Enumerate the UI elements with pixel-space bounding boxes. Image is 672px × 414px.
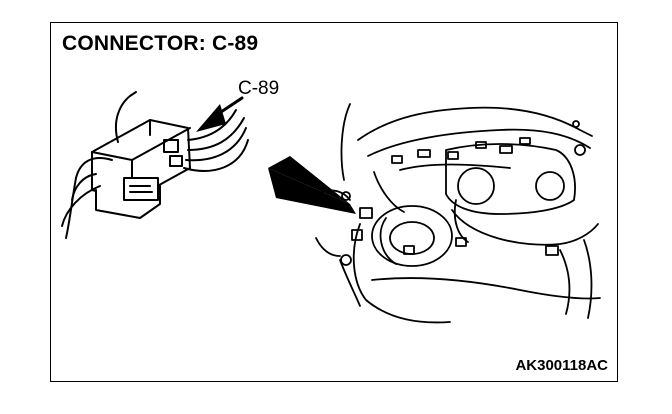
connector-callout-label: C-89 [238,78,280,99]
figure-code: AK300118AC [515,357,608,374]
location-pointer-arrow [268,168,356,214]
dashboard-illustration [315,103,601,324]
diagram-title: CONNECTOR: C-89 [62,32,259,55]
connector-detail-illustration [61,91,249,239]
connector-pointer-arrow [196,104,226,132]
